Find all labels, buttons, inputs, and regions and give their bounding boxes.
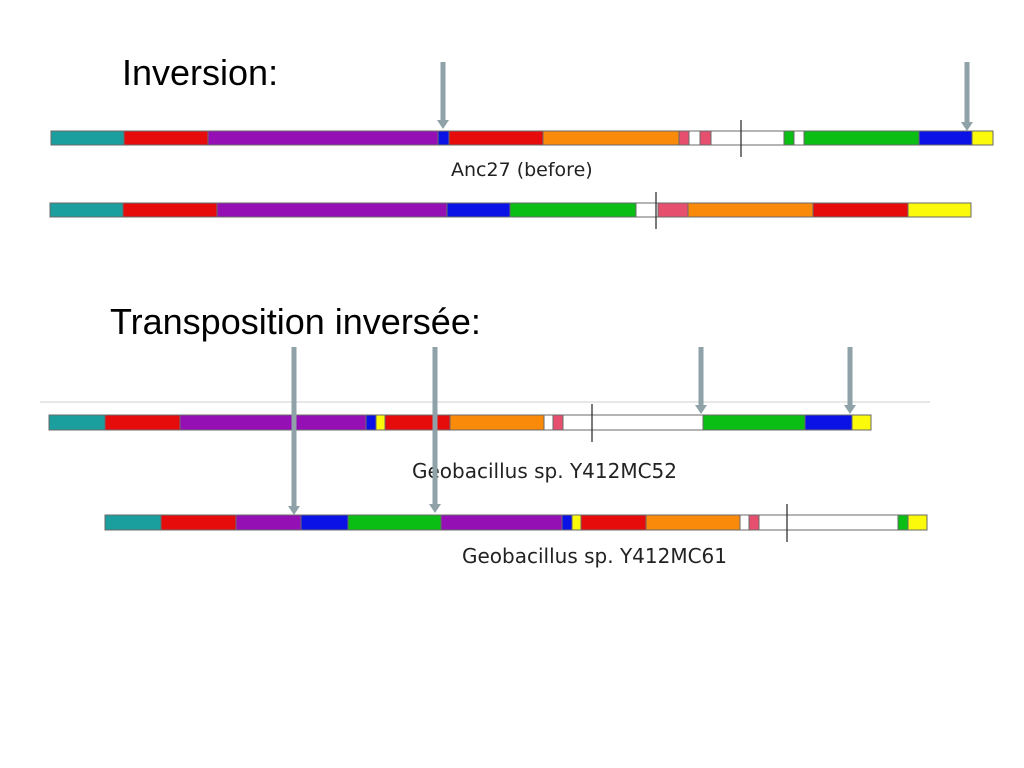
segment-white (688, 130, 701, 146)
segment-yellow (571, 514, 582, 531)
segment-blue (446, 202, 511, 218)
segment-yellow (907, 202, 972, 218)
breakpoint-arrow (288, 347, 300, 515)
segment-teal (50, 130, 125, 146)
segment-white (758, 514, 899, 531)
segment-white (635, 202, 659, 218)
segment-orange (542, 130, 680, 146)
segment-blue (300, 514, 349, 531)
segment-purple (235, 514, 302, 531)
segment-purple (207, 130, 439, 146)
segment-pink (748, 514, 760, 531)
segment-orange (449, 414, 545, 431)
segment-white (793, 130, 805, 146)
segment-green (803, 130, 920, 146)
segment-white (562, 414, 704, 431)
segment-pink (678, 130, 690, 146)
segment-white (710, 130, 785, 146)
genome-label-y412mc61: Geobacillus sp. Y412MC61 (462, 544, 727, 568)
segment-red (812, 202, 909, 218)
segment-white (543, 414, 554, 431)
segment-green (509, 202, 637, 218)
segment-red (122, 202, 218, 218)
segment-green (347, 514, 442, 531)
segment-red (448, 130, 544, 146)
transposition-heading: Transposition inversée: (110, 301, 481, 342)
segment-pink (699, 130, 712, 146)
segment-yellow (375, 414, 386, 431)
segment-blue (918, 130, 973, 146)
breakpoint-arrow (844, 347, 856, 414)
segment-blue (561, 514, 573, 531)
segment-green (702, 414, 806, 431)
genome-bar-geobacillus-y412mc61 (104, 514, 928, 531)
segment-pink (657, 202, 689, 218)
segment-blue (437, 130, 450, 146)
breakpoint-arrow (429, 347, 441, 513)
segment-green (897, 514, 909, 531)
segment-blue (804, 414, 853, 431)
genome-bar-anc27-before (50, 130, 994, 146)
segment-purple (216, 202, 448, 218)
segment-purple (440, 514, 563, 531)
segment-pink (552, 414, 564, 431)
segment-orange (687, 202, 814, 218)
genome-bar-anc27-after (49, 202, 972, 218)
segment-yellow (907, 514, 928, 531)
segment-blue (365, 414, 377, 431)
segment-red (580, 514, 647, 531)
segment-red (160, 514, 237, 531)
genome-label-y412mc52: Geobacillus sp. Y412MC52 (412, 459, 677, 483)
segment-red (104, 414, 181, 431)
segment-teal (49, 202, 124, 218)
genome-label-anc27-before: Anc27 (before) (451, 159, 593, 181)
segment-teal (48, 414, 106, 431)
segment-teal (104, 514, 162, 531)
segment-green (783, 130, 795, 146)
segment-yellow (851, 414, 872, 431)
inversion-heading: Inversion: (122, 52, 279, 93)
segment-red (123, 130, 209, 146)
segment-white (739, 514, 750, 531)
breakpoint-arrow (437, 62, 449, 129)
segment-purple (179, 414, 367, 431)
segment-red (384, 414, 451, 431)
segment-yellow (971, 130, 994, 146)
genome-bar-geobacillus-y412mc52 (48, 414, 872, 431)
breakpoint-arrow (695, 347, 707, 414)
breakpoint-arrow (961, 62, 973, 131)
segment-orange (645, 514, 741, 531)
